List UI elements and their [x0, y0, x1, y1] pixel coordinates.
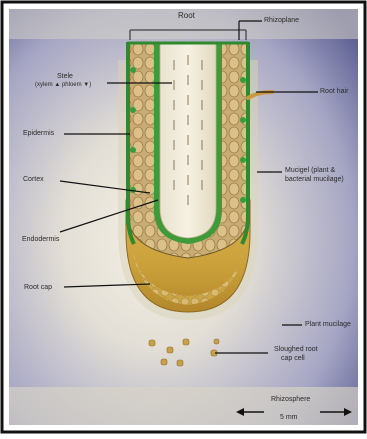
stele-label: Stele: [57, 73, 73, 81]
stele-sublabel: (xylem ▲ phloem ▼): [35, 82, 91, 89]
cortex-label: Cortex: [23, 176, 44, 184]
sloughed-label-line2: cap cell: [281, 355, 305, 363]
scale-label: 5 mm: [280, 414, 298, 422]
root-hair-label: Root hair: [320, 88, 348, 96]
mucigel-label-line2: bacterial mucilage): [285, 176, 344, 184]
plant-mucilage-label: Plant mucilage: [305, 321, 351, 329]
sloughed-label-line1: Sloughed root: [274, 346, 318, 354]
rhizosphere-label: Rhizosphere: [271, 396, 310, 404]
rhizoplane-label: Rhizoplane: [264, 17, 299, 25]
endodermis-label: Endodermis: [22, 236, 59, 244]
mucigel-label-line1: Mucigel (plant &: [285, 167, 335, 175]
root-cap-label: Root cap: [24, 284, 52, 292]
bottom-band: [9, 387, 358, 425]
root-title: Root: [178, 12, 195, 20]
epidermis-label: Epidermis: [23, 130, 54, 138]
